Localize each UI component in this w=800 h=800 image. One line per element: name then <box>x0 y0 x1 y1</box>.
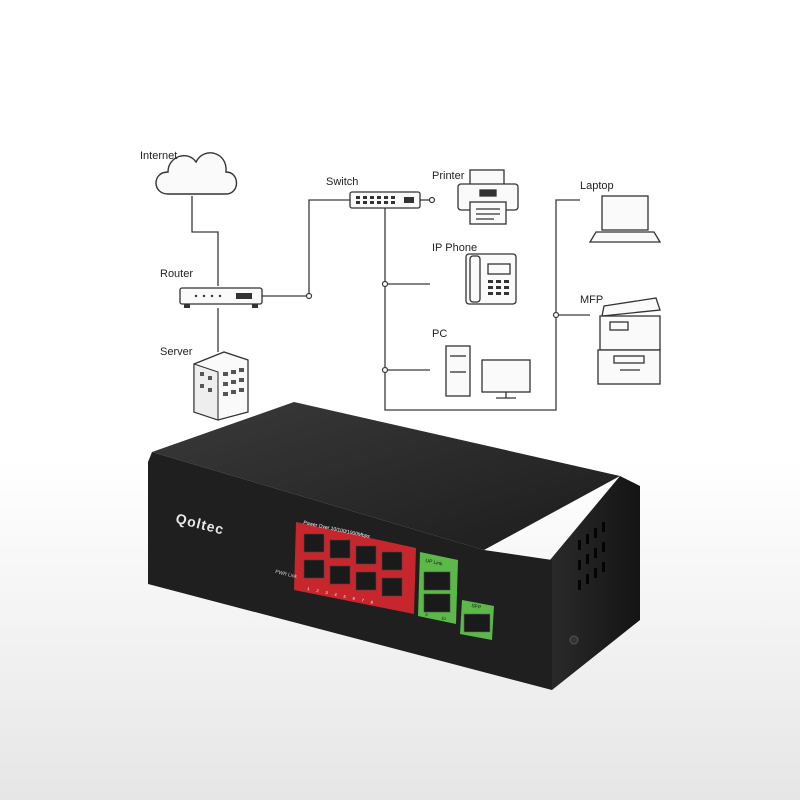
label-router: Router <box>160 268 194 280</box>
laptop-icon <box>588 195 662 243</box>
poe-ports <box>303 533 403 597</box>
label-internet: Internet <box>140 150 178 162</box>
label-printer: Printer <box>432 170 465 182</box>
label-mfp: MFP <box>580 294 604 306</box>
device-top <box>152 402 620 550</box>
pc-icon <box>445 345 531 399</box>
port-number: 8 <box>370 599 374 605</box>
cloud-icon <box>155 152 238 195</box>
sfp-port <box>463 613 491 633</box>
port-number: 7 <box>361 597 365 603</box>
port-number: 1 <box>306 586 311 592</box>
ip-phone-icon <box>465 253 517 305</box>
printer-icon <box>457 169 519 225</box>
uplink-ports <box>423 571 451 613</box>
switch-icon <box>349 191 421 209</box>
port-number: 6 <box>352 595 356 601</box>
label-server: Server <box>160 346 193 358</box>
line-router-switch <box>262 199 350 297</box>
server-icon <box>193 351 249 421</box>
label-pc: PC <box>432 328 448 340</box>
ground-screw <box>569 635 579 645</box>
uplink-number: 10 <box>440 615 447 622</box>
line-internet-router <box>191 196 219 286</box>
connection-lines <box>191 196 590 411</box>
port-number: 2 <box>315 587 320 594</box>
port-number: 4 <box>334 591 338 598</box>
mfp-icon <box>597 297 661 385</box>
uplink-number: 9 <box>424 612 429 618</box>
port-number: 3 <box>325 589 329 596</box>
label-laptop: Laptop <box>580 180 614 192</box>
junction-dots <box>305 196 560 374</box>
line-switch-down <box>384 199 580 411</box>
side-vents <box>578 522 605 590</box>
label-ip-phone: IP Phone <box>432 242 478 254</box>
port-number: 5 <box>343 593 347 600</box>
label-switch: Switch <box>326 176 359 188</box>
router-icon <box>179 287 263 308</box>
